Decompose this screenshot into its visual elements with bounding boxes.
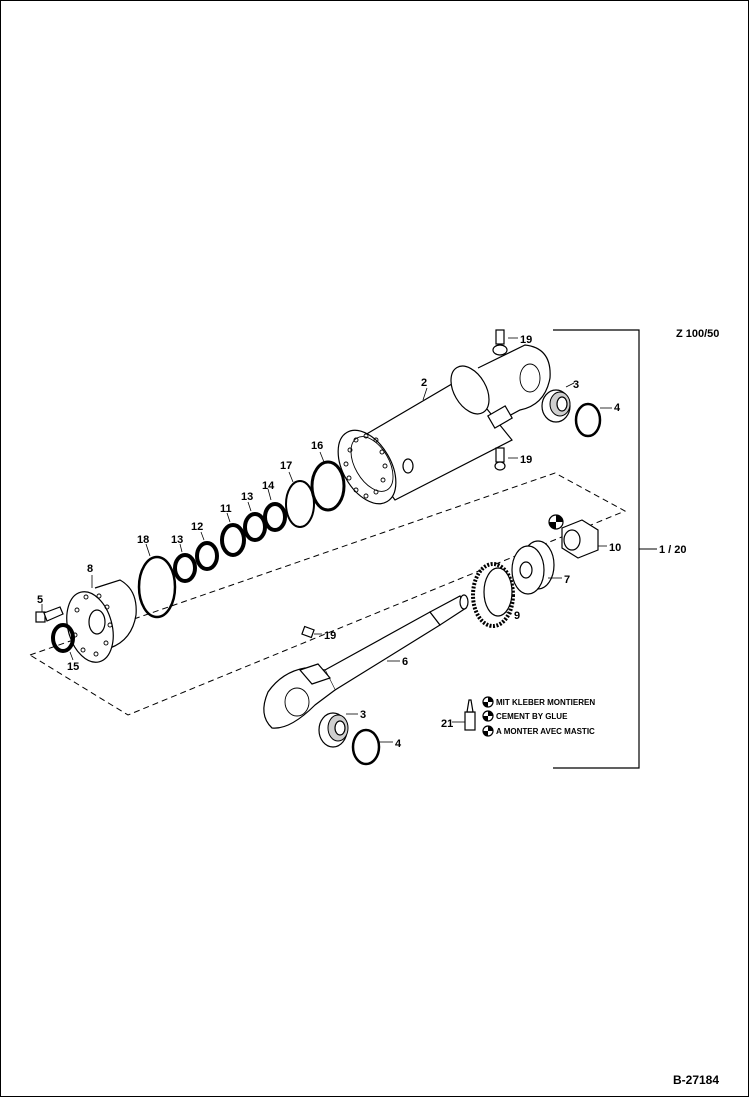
grease-nipple-rod <box>301 625 322 639</box>
seal-12 <box>195 541 219 571</box>
callout-4-upper: 4 <box>614 402 621 414</box>
o-ring-17 <box>285 480 315 528</box>
callout-19-rod: 19 <box>324 630 336 642</box>
callout-19-top: 19 <box>520 334 532 346</box>
callout-21: 21 <box>441 718 453 730</box>
callout-11: 11 <box>220 503 232 515</box>
callout-12: 12 <box>191 521 203 533</box>
circlip-lower <box>351 728 381 766</box>
grease-nipple-top <box>492 329 518 356</box>
callout-6: 6 <box>402 656 408 668</box>
o-ring-18 <box>137 555 177 619</box>
circlip-upper <box>574 402 602 438</box>
callout-18: 18 <box>137 534 149 546</box>
piston-nut <box>548 514 599 559</box>
legend-line-french: A MONTER AVEC MASTIC <box>496 727 595 736</box>
piston-rod <box>263 594 469 729</box>
legend-marker-icon <box>482 696 494 737</box>
drawing-code: Z 100/50 <box>676 328 719 340</box>
rod-group-dashed-outline <box>28 472 627 716</box>
callout-9: 9 <box>514 610 520 622</box>
wiper-ring-15 <box>51 623 75 653</box>
legend-line-english: CEMENT BY GLUE <box>496 712 568 721</box>
seal-13-upper <box>243 512 267 542</box>
piston <box>511 540 555 595</box>
seal-14 <box>263 502 287 532</box>
callout-2: 2 <box>421 377 427 389</box>
cylinder-head <box>66 579 137 663</box>
drawing-number: B-27184 <box>673 1073 719 1087</box>
o-ring-16 <box>310 460 346 512</box>
callout-19-middle: 19 <box>520 454 532 466</box>
callout-3-upper: 3 <box>573 379 579 391</box>
callout-10: 10 <box>609 542 621 554</box>
callout-16: 16 <box>311 440 323 452</box>
callout-3-lower: 3 <box>360 709 366 721</box>
callout-14: 14 <box>262 480 275 492</box>
glue-bottle-icon <box>452 699 476 731</box>
callout-13-upper: 13 <box>241 491 253 503</box>
seal-13-lower <box>173 553 197 583</box>
callout-15: 15 <box>67 661 79 673</box>
callout-17: 17 <box>280 460 292 472</box>
piston-seal-11 <box>220 523 246 557</box>
guide-ring <box>471 562 515 628</box>
spherical-bearing-lower <box>318 712 349 748</box>
callout-5: 5 <box>37 594 43 606</box>
assembly-label: 1 / 20 <box>659 544 687 556</box>
callout-13-lower: 13 <box>171 534 183 546</box>
legend-line-german: MIT KLEBER MONTIEREN <box>496 698 595 707</box>
hex-bolt <box>35 606 64 623</box>
cylinder-tube <box>337 344 551 505</box>
callout-8: 8 <box>87 563 93 575</box>
grease-nipple-middle <box>494 447 518 471</box>
callout-7: 7 <box>564 574 570 586</box>
callout-4-lower: 4 <box>395 738 402 750</box>
spherical-bearing-upper <box>541 389 571 423</box>
